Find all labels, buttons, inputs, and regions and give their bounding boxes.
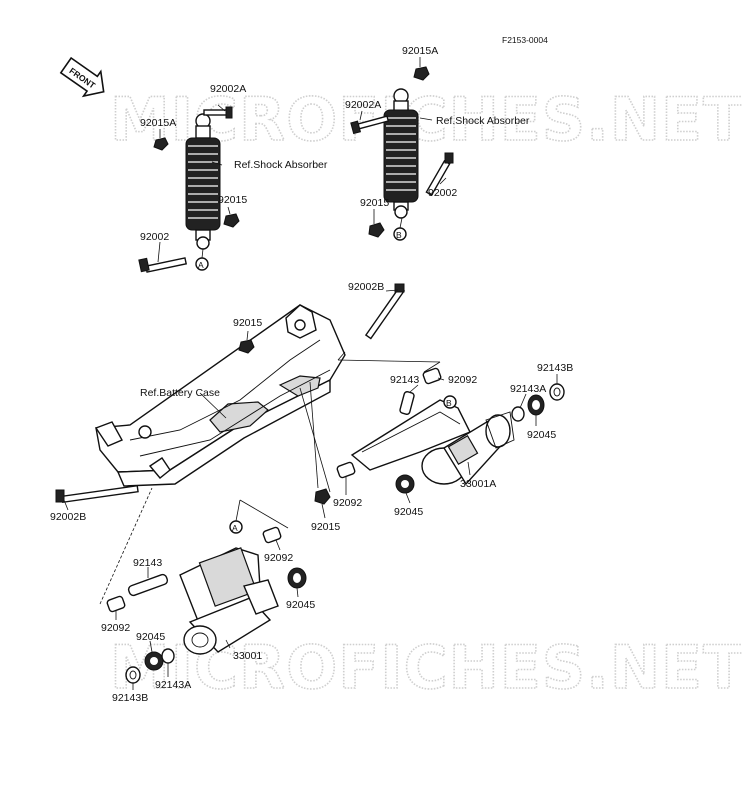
label-92092-right-bottom: 92092	[333, 497, 362, 509]
bolt-92002B-bottom	[55, 484, 139, 504]
pipe-92143-left	[127, 573, 169, 597]
bolt-92002-left	[138, 257, 188, 273]
pipe-92143-right	[399, 391, 415, 415]
nut-92015A-right	[413, 66, 430, 81]
nut-92015-mid	[238, 339, 255, 354]
label-92092-left: 92092	[101, 622, 130, 634]
label-92045-center: 92045	[286, 599, 315, 611]
label-92002B-bottom: 92002B	[50, 511, 86, 523]
bearing-92045-right-bottom	[395, 474, 415, 494]
nut-92015A-left	[153, 137, 169, 151]
figure-code: F2153-0004	[502, 35, 548, 45]
front-arrow-icon: FRONT	[59, 56, 105, 98]
leader-lines	[63, 57, 558, 690]
bolt-92002A-left	[203, 106, 233, 119]
label-ref-shock-left: Ref.Shock Absorber	[234, 159, 328, 171]
label-92045-right-top: 92045	[527, 429, 556, 441]
label-92143A-left: 92143A	[155, 679, 191, 691]
bearing-92045-right-top	[527, 394, 545, 416]
label-92143-left: 92143	[133, 557, 162, 569]
label-92015-left: 92015	[218, 194, 247, 206]
shock-absorber-right	[383, 88, 419, 219]
label-92045-right-bottom: 92045	[394, 506, 423, 518]
label-92143B-left: 92143B	[112, 692, 148, 704]
label-92045-left: 92045	[136, 631, 165, 643]
label-92015-right: 92015	[360, 197, 389, 209]
label-33001: 33001	[233, 650, 262, 662]
label-92015-bottom: 92015	[311, 521, 340, 533]
bolt-92002B-top	[364, 283, 406, 340]
label-92015A-right: 92015A	[402, 45, 438, 57]
marker-b-arm: B	[446, 398, 452, 408]
label-92143A-right: 92143A	[510, 383, 546, 395]
label-92143B-right: 92143B	[537, 362, 573, 374]
bolt-92002A-right	[350, 115, 390, 135]
label-33001A: 33001A	[460, 478, 496, 490]
label-ref-shock-right: Ref.Shock Absorber	[436, 115, 530, 127]
label-92015-mid: 92015	[233, 317, 262, 329]
marker-b-top: B	[396, 230, 402, 240]
collar-92143A-right	[511, 406, 525, 422]
label-ref-battery-case: Ref.Battery Case	[140, 387, 220, 399]
bolt-92002-right	[425, 152, 454, 197]
collar-92092-right-top	[422, 367, 442, 385]
collar-92092-center	[262, 526, 282, 544]
collar-92092-left	[106, 595, 126, 613]
label-92002-left: 92002	[140, 231, 169, 243]
nut-92015-bottom	[314, 488, 331, 505]
bush-92143B-left	[125, 666, 141, 684]
label-92015A-left: 92015A	[140, 117, 176, 129]
label-92092-right-top: 92092	[448, 374, 477, 386]
marker-b-circle-arm	[443, 395, 457, 409]
label-92143-right: 92143	[390, 374, 419, 386]
bush-92143B-right	[549, 383, 565, 401]
bearing-92045-left	[144, 651, 164, 671]
frame-battery-case	[94, 304, 346, 487]
marker-a-top: A	[198, 260, 204, 270]
label-92092-center: 92092	[264, 552, 293, 564]
swing-arm-33001A	[350, 399, 515, 486]
collar-92143A-left	[161, 648, 175, 664]
nut-92015-right	[368, 222, 385, 238]
bearing-92045-center	[287, 567, 307, 589]
part-labels: 92002A 92015A Ref.Shock Absorber 92015 9…	[50, 45, 573, 704]
collar-92092-right-bottom	[336, 461, 356, 479]
label-92002-right: 92002	[428, 187, 457, 199]
label-92002B-top: 92002B	[348, 281, 384, 293]
marker-a-arm: A	[232, 523, 238, 533]
nut-92015-left	[223, 213, 240, 228]
label-92002A-left: 92002A	[210, 83, 246, 95]
swing-arm-33001	[179, 547, 279, 655]
label-92002A-right: 92002A	[345, 99, 381, 111]
